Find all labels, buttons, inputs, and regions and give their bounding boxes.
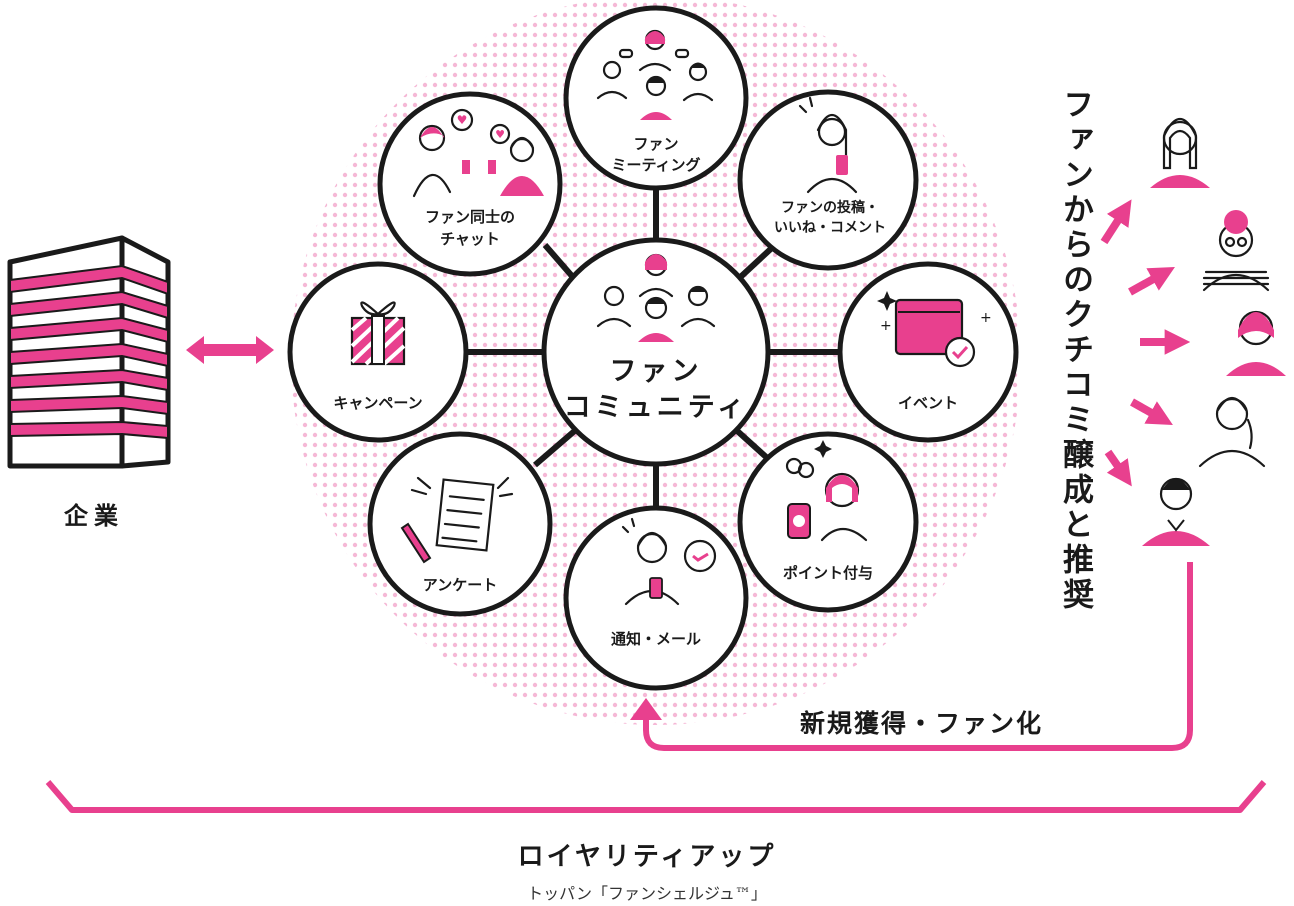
notice-label: 通知・メール: [611, 630, 701, 648]
fan-5-icon: [1142, 477, 1210, 546]
chat-label-line2: チャット: [440, 230, 500, 248]
survey-sheet-icon: [400, 476, 514, 564]
campaign-label: キャンペーン: [333, 394, 422, 412]
center-node: ファン コミュニティ: [541, 237, 771, 467]
post-label-line2: いいね・コメント: [774, 220, 886, 236]
node-notice: 通知・メール: [563, 505, 749, 691]
gift-box-icon: [350, 301, 406, 366]
company-community-arrow: [186, 336, 274, 364]
caption: トッパン「ファンシェルジュ™」: [527, 884, 767, 903]
community-people-icon: [596, 253, 716, 342]
smartphone-woman-icon: [798, 96, 858, 194]
company-label: 企業: [64, 502, 124, 530]
node-fan-meeting: ファン ミーティング: [563, 5, 749, 191]
calendar-icon: + +: [877, 291, 992, 368]
loyalty-bracket: [45, 780, 1267, 813]
node-campaign: キャンペーン: [287, 261, 469, 443]
svg-text:♥: ♥: [495, 128, 505, 141]
node-event: + + イベント: [837, 261, 1019, 443]
center-label-line1: ファン: [610, 356, 703, 387]
notification-woman-icon: [621, 517, 717, 606]
meeting-label-line2: ミーティング: [611, 156, 700, 174]
node-fan-post: ファンの投稿・ いいね・コメント: [737, 89, 919, 271]
points-label: ポイント付与: [783, 564, 873, 582]
fan-4-icon: [1198, 396, 1266, 468]
return-arrow: [630, 562, 1193, 751]
fan-1-icon: [1150, 117, 1210, 188]
meeting-people-icon: [596, 29, 714, 120]
center-label-line2: コミュニティ: [564, 392, 748, 423]
building-icon: [7, 235, 171, 469]
meeting-label-line1: ファン: [633, 135, 678, 153]
post-label-line1: ファンの投稿・: [781, 199, 879, 216]
svg-text:+: +: [980, 310, 992, 326]
node-survey: アンケート: [367, 431, 553, 617]
points-woman-icon: [785, 440, 868, 542]
chatting-women-icon: ♥ ♥: [412, 108, 544, 198]
fan-2-icon: [1202, 210, 1270, 292]
word-of-mouth-label: ファンからのクチコミ醸成と推奨: [1057, 88, 1093, 613]
fan-arrows: [1100, 199, 1191, 487]
survey-label: アンケート: [423, 576, 497, 594]
node-points: ポイント付与: [737, 431, 919, 613]
chat-label-line1: ファン同士の: [425, 208, 515, 226]
svg-text:+: +: [880, 318, 892, 334]
event-label: イベント: [898, 394, 958, 412]
loyalty-label: ロイヤリティアップ: [517, 842, 777, 872]
new-acquisition-label: 新規獲得・ファン化: [800, 709, 1044, 738]
fan-3-icon: [1226, 310, 1286, 376]
svg-text:♥: ♥: [457, 113, 468, 127]
node-chat: ♥ ♥ ファン同士の チャット: [377, 91, 563, 277]
